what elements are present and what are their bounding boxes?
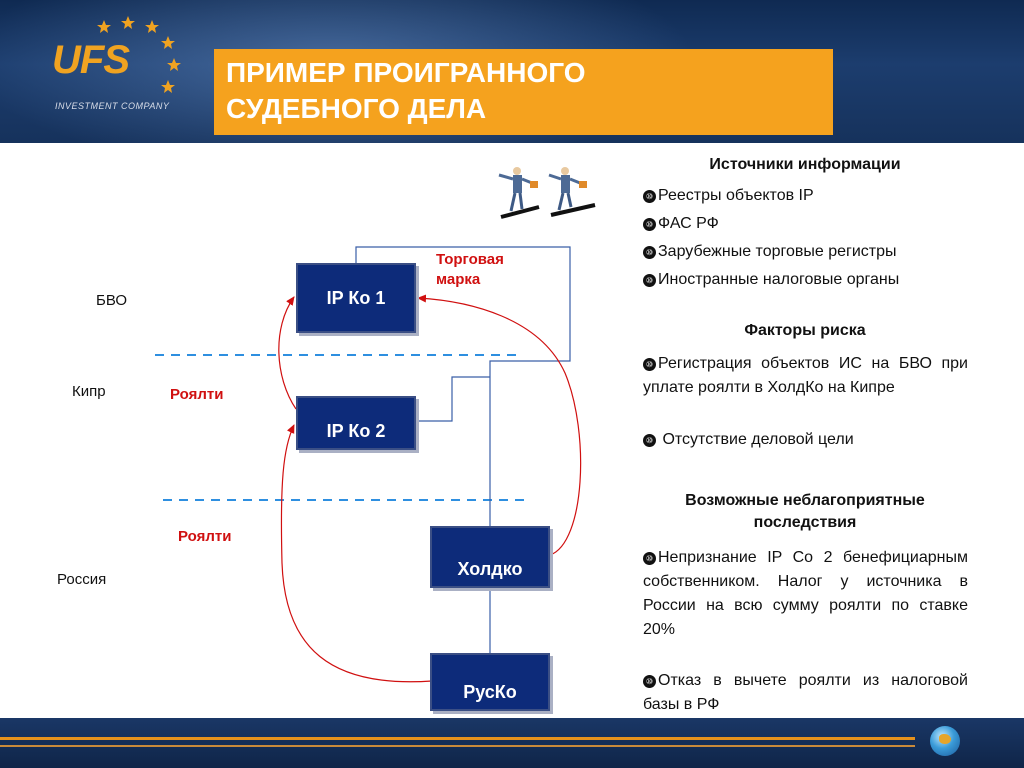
- sources-item-4-text: Иностранные налоговые органы: [658, 271, 900, 288]
- footer-line-2: [0, 745, 915, 747]
- royalty-label-2: Роялти: [178, 528, 232, 545]
- title-line-1: ПРИМЕР ПРОИГРАННОГО: [226, 57, 586, 88]
- footer-line-1: [0, 737, 915, 740]
- sources-title: Источники информации: [709, 156, 901, 173]
- logo-subtitle: INVESTMENT COMPANY: [55, 101, 170, 111]
- title-line-2: СУДЕБНОГО ДЕЛА: [226, 93, 487, 124]
- jurisdiction-bvo: БВО: [96, 292, 128, 309]
- bullet-icon: ⑩: [643, 552, 656, 565]
- stars-icon: [97, 16, 181, 93]
- risks-item-1-text: Регистрация объектов ИС на БВО при уплат…: [643, 355, 968, 396]
- header-band: UFS INVESTMENT COMPANY ПРИМЕР ПРОИГРАННО…: [0, 0, 1024, 143]
- jurisdiction-cyprus: Кипр: [72, 383, 106, 400]
- entity-ipco1: IP Ко 1: [296, 263, 416, 333]
- slide-title: ПРИМЕР ПРОИГРАННОГО СУДЕБНОГО ДЕЛА: [214, 49, 833, 135]
- entity-holdco: Холдко: [430, 526, 550, 588]
- sources-item-1-text: Реестры объектов IP: [658, 187, 814, 204]
- royalty-label-1: Роялти: [170, 386, 224, 403]
- risks-item-2: ⑩ Отсутствие деловой цели: [643, 428, 968, 452]
- arrow-holdco-to-ipco1: [417, 294, 582, 556]
- trademark-label: Торговая марка: [436, 250, 504, 290]
- businessmen-icon: [498, 167, 596, 219]
- bullet-icon: ⑩: [643, 434, 656, 447]
- bullet-icon: ⑩: [643, 190, 656, 203]
- globe-icon: [930, 726, 960, 756]
- bullet-icon: ⑩: [643, 675, 656, 688]
- arrow-ipco2-to-ipco1: [278, 296, 297, 410]
- risks-item-2-text: Отсутствие деловой цели: [658, 431, 854, 448]
- sources-item-3-text: Зарубежные торговые регистры: [658, 243, 897, 260]
- jurisdiction-russia: Россия: [57, 571, 107, 588]
- line-ipco2-holdco: [416, 376, 490, 422]
- trademark-line-1: Торговая: [436, 251, 504, 268]
- entity-ipco2: IP Ко 2: [296, 396, 416, 450]
- risks-title: Факторы риска: [744, 322, 866, 339]
- bullet-icon: ⑩: [643, 274, 656, 287]
- diagram-lines: [155, 246, 582, 683]
- entity-rusco: РусКо: [430, 653, 550, 711]
- bullet-icon: ⑩: [643, 218, 656, 231]
- trademark-line-2: марка: [436, 271, 481, 288]
- line-trademark: [355, 246, 571, 526]
- logo: UFS: [52, 38, 130, 82]
- footer-band: [0, 718, 1024, 768]
- consequences-item-1-text: Непризнание IP Co 2 бенефициарным собств…: [643, 549, 968, 638]
- arrow-rusco-to-ipco2: [280, 424, 433, 683]
- consequences-title-line-1: Возможные неблагоприятные: [685, 492, 925, 509]
- consequences-item-2-text: Отказ в вычете роялти из налоговой базы …: [643, 672, 968, 713]
- structure-diagram: БВО Кипр Россия Торговая марка Роялти Ро…: [0, 143, 640, 718]
- sources-item-2-text: ФАС РФ: [658, 215, 719, 232]
- bullet-icon: ⑩: [643, 358, 656, 371]
- bullet-icon: ⑩: [643, 246, 656, 259]
- consequences-title-line-2: последствия: [753, 514, 857, 531]
- consequences-title: Возможные неблагоприятные последствия: [640, 490, 970, 534]
